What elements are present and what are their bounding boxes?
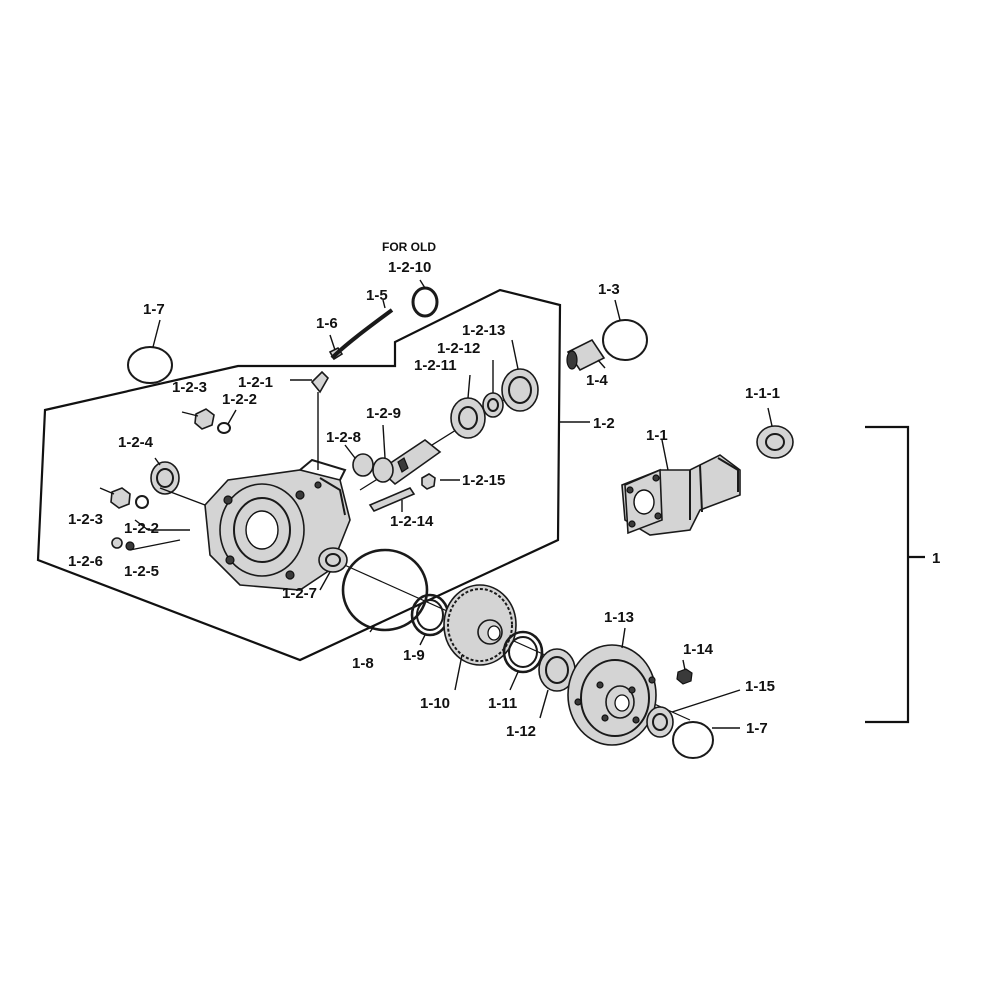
gear-case-cover-1-13[interactable] bbox=[567, 644, 657, 746]
label-1-7-top: 1-7 bbox=[143, 301, 165, 318]
o-ring-1-8[interactable] bbox=[341, 548, 429, 632]
label-1-8: 1-8 bbox=[352, 655, 374, 672]
label-1-2-12: 1-2-12 bbox=[437, 340, 480, 357]
seal-1-15[interactable] bbox=[646, 706, 674, 738]
label-1-6: 1-6 bbox=[316, 315, 338, 332]
label-1-13: 1-13 bbox=[604, 609, 634, 626]
o-ring-1-3[interactable] bbox=[602, 319, 648, 361]
seal-1-1-1[interactable] bbox=[756, 425, 794, 459]
label-1-4: 1-4 bbox=[586, 372, 608, 389]
bolt-1-2-3-bottom[interactable] bbox=[110, 487, 131, 509]
ring-gear-1-10[interactable] bbox=[443, 584, 517, 666]
seal-1-2-4[interactable] bbox=[150, 461, 180, 495]
nut-1-2-15[interactable] bbox=[421, 473, 436, 490]
label-1-2-3-bottom: 1-2-3 bbox=[68, 511, 103, 528]
assembly-1-2-outline bbox=[36, 288, 562, 662]
label-1-2-2-bottom: 1-2-2 bbox=[124, 520, 159, 537]
label-1-10: 1-10 bbox=[420, 695, 450, 712]
label-1-2-3-top: 1-2-3 bbox=[172, 379, 207, 396]
breather-hose-1-5[interactable] bbox=[330, 308, 394, 360]
ring-1-2-10[interactable] bbox=[411, 286, 439, 318]
label-1-2-13: 1-2-13 bbox=[462, 322, 505, 339]
label-1-2-5: 1-2-5 bbox=[124, 563, 159, 580]
plug-1-2-6[interactable] bbox=[111, 537, 123, 549]
bearing-1-2-8[interactable] bbox=[352, 453, 374, 477]
label-1-2-8: 1-2-8 bbox=[326, 429, 361, 446]
label-1-2-11: 1-2-11 bbox=[414, 357, 457, 374]
label-1-11: 1-11 bbox=[488, 695, 517, 712]
washer-1-2-2-top[interactable] bbox=[217, 422, 231, 434]
label-1-2-9: 1-2-9 bbox=[366, 405, 401, 422]
bearing-1-2-11[interactable] bbox=[450, 397, 486, 439]
label-1-7-bottom: 1-7 bbox=[746, 720, 768, 737]
coupler-1-4[interactable] bbox=[566, 338, 606, 372]
label-1-2: 1-2 bbox=[593, 415, 615, 432]
label-1-15: 1-15 bbox=[745, 678, 775, 695]
washer-1-2-2-bottom[interactable] bbox=[135, 495, 149, 509]
output-housing-1-1[interactable] bbox=[621, 454, 741, 536]
o-ring-1-7-bottom[interactable] bbox=[672, 721, 714, 759]
label-1-1-1: 1-1-1 bbox=[745, 385, 780, 402]
label-1-2-10: 1-2-10 bbox=[388, 259, 431, 276]
label-1-1: 1-1 bbox=[646, 427, 668, 444]
label-1-9: 1-9 bbox=[403, 647, 425, 664]
bearing-1-2-7[interactable] bbox=[318, 547, 348, 573]
o-ring-1-7-top[interactable] bbox=[127, 346, 173, 384]
pinion-shaft-1-2-9[interactable] bbox=[372, 439, 442, 486]
label-1-2-15: 1-2-15 bbox=[462, 472, 505, 489]
group-1-bracket bbox=[865, 425, 925, 724]
label-1-2-2-top: 1-2-2 bbox=[222, 391, 257, 408]
label-1: 1 bbox=[932, 550, 940, 567]
bolt-1-2-3-top[interactable] bbox=[194, 408, 215, 430]
for-old-note: FOR OLD bbox=[382, 240, 436, 254]
label-1-2-4: 1-2-4 bbox=[118, 434, 154, 451]
label-1-12: 1-12 bbox=[506, 723, 536, 740]
label-1-2-14: 1-2-14 bbox=[390, 513, 434, 530]
bearing-1-2-13[interactable] bbox=[501, 368, 539, 412]
label-1-5: 1-5 bbox=[366, 287, 388, 304]
pin-1-2-14[interactable] bbox=[368, 487, 416, 512]
spacer-1-2-12[interactable] bbox=[482, 392, 504, 418]
label-1-2-6: 1-2-6 bbox=[68, 553, 103, 570]
label-1-3: 1-3 bbox=[598, 281, 620, 298]
label-1-2-1: 1-2-1 bbox=[238, 374, 273, 391]
label-1-14: 1-14 bbox=[683, 641, 714, 658]
breather-fitting-1-2-1[interactable] bbox=[310, 370, 329, 394]
shim-1-11[interactable] bbox=[502, 630, 544, 674]
label-1-2-7: 1-2-7 bbox=[282, 585, 317, 602]
bolt-1-14[interactable] bbox=[676, 668, 693, 685]
gear-case-housing[interactable] bbox=[204, 458, 351, 591]
